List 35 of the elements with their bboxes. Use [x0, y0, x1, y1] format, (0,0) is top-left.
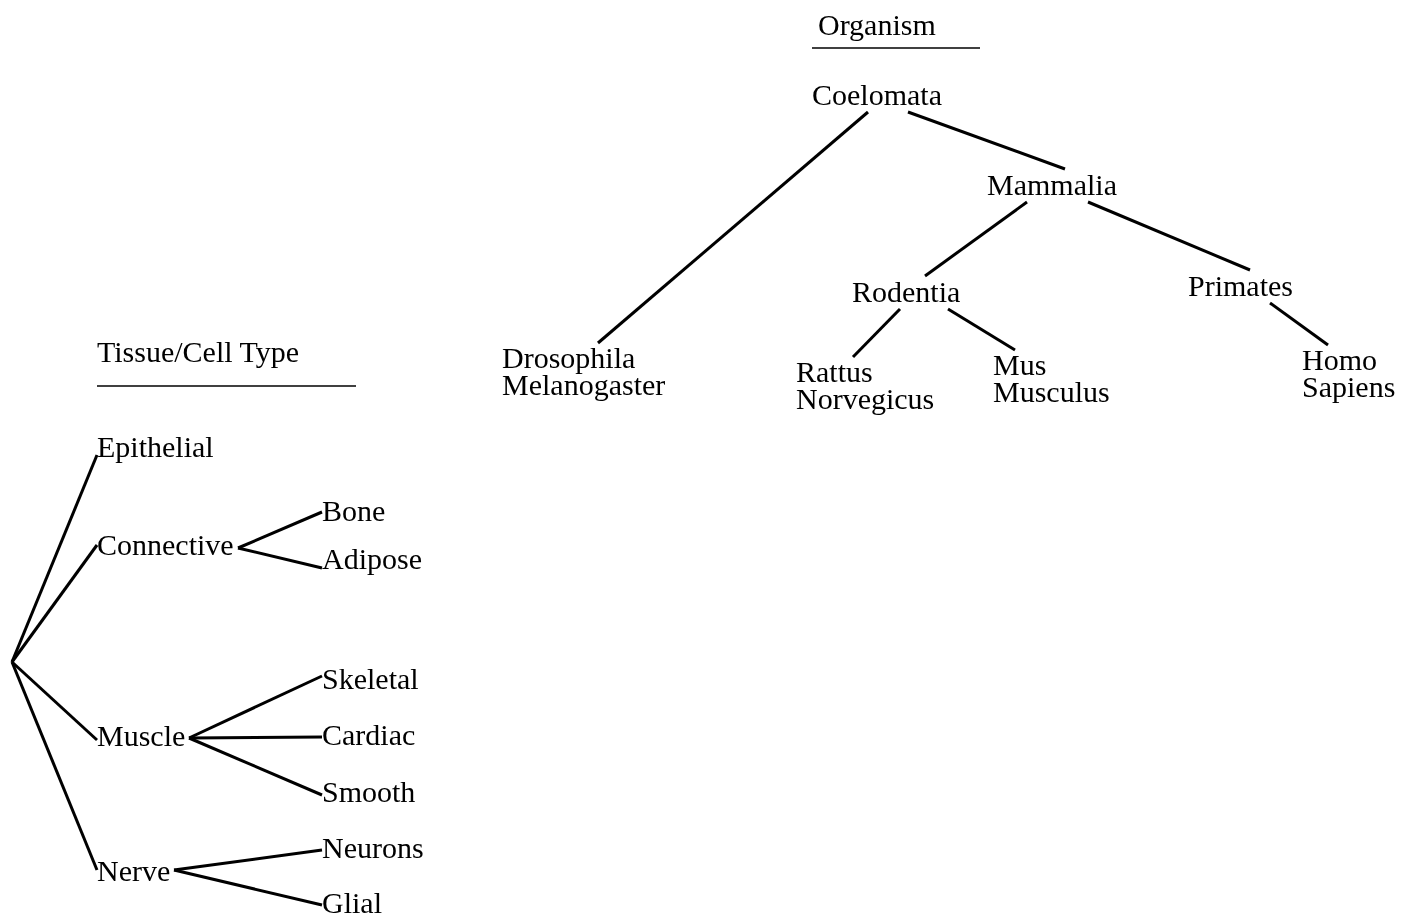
taxon-label: Adipose	[322, 544, 422, 574]
taxon-label: Glial	[322, 888, 382, 918]
branch-line	[173, 848, 323, 872]
branch-line	[1269, 301, 1329, 347]
taxon-label: Mus Musculus	[993, 351, 1133, 405]
branch-line	[597, 110, 869, 345]
branch-line	[173, 868, 323, 907]
tree-heading: Organism	[818, 10, 936, 40]
branch-line	[907, 110, 1066, 171]
taxon-label: Rodentia	[852, 277, 961, 307]
taxon-label: Nerve	[97, 856, 171, 886]
taxon-label: Bone	[322, 496, 386, 526]
branch-line	[237, 546, 323, 570]
branch-line	[237, 510, 323, 550]
taxon-label: Muscle	[97, 721, 186, 751]
tree-heading: Tissue/Cell Type	[97, 337, 300, 367]
taxon-label: Neurons	[322, 833, 424, 863]
branch-line	[947, 307, 1016, 352]
taxon-label: Connective	[97, 530, 234, 560]
taxon-label: Cardiac	[322, 720, 416, 750]
taxon-label: Skeletal	[322, 664, 419, 694]
branch-line	[189, 735, 322, 740]
taxon-label: Smooth	[322, 777, 416, 807]
taxon-label: Coelomata	[812, 80, 942, 110]
branch-line	[11, 660, 98, 742]
taxon-label: Mammalia	[987, 170, 1117, 200]
branch-line	[188, 736, 323, 797]
branch-line	[924, 200, 1028, 278]
branch-line	[10, 661, 99, 871]
taxon-label: Epithelial	[97, 432, 214, 462]
branch-line	[1087, 200, 1251, 272]
taxon-label: Primates	[1188, 271, 1293, 301]
branch-line	[10, 454, 99, 663]
branch-line	[10, 544, 99, 663]
branch-line	[851, 307, 902, 359]
